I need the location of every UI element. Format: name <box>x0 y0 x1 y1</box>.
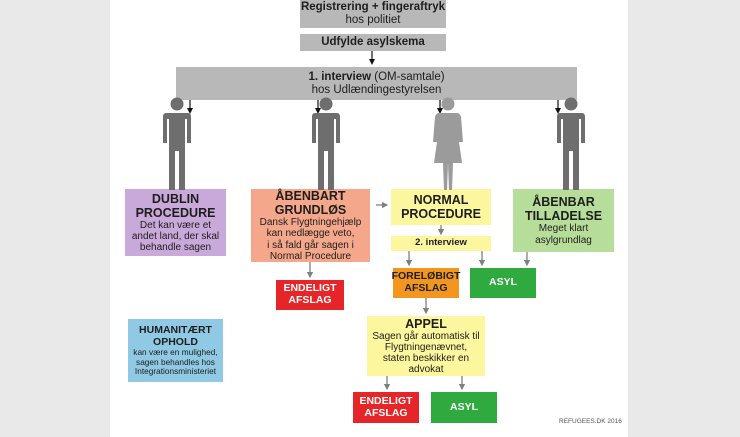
dublin-text3: behandle sagen <box>139 242 212 254</box>
asyl2-label: ASYL <box>449 400 478 413</box>
foreloebigt-line2: AFSLAG <box>404 282 448 294</box>
final-rejection-box-1: ENDELIGT AFSLAG <box>276 280 344 310</box>
gray-arrows <box>306 201 531 391</box>
abenbart-text3: i så fald går sagen i <box>267 239 354 251</box>
asyl1-label: ASYL <box>488 276 517 289</box>
asylum-box-1: ASYL <box>470 268 536 298</box>
humanitaert-text2: sagen behandles hos <box>136 356 215 367</box>
black-arrows <box>187 51 561 114</box>
appel-title: APPEL <box>405 316 447 331</box>
endeligt2-line1: ENDELIGT <box>359 394 413 407</box>
abenbart-text2: kan nedlægge veto, <box>266 228 355 240</box>
normal-title2: PROCEDURE <box>401 207 481 221</box>
abenbar-text1: Meget klart <box>538 223 589 235</box>
appeal-box: APPEL Sagen går automatisk til Flygtning… <box>367 316 485 376</box>
final-rejection-box-2: ENDELIGT AFSLAG <box>353 392 419 423</box>
step-registration-line2: hos politiet <box>345 14 401 26</box>
humanitarian-residence-box: HUMANITÆRT OPHOLD kan være en mulighed, … <box>128 319 223 382</box>
appel-text1: Sagen går automatisk til <box>372 330 480 342</box>
man-icon <box>312 97 340 190</box>
abenbart-title2: GRUNDLØS <box>274 203 347 218</box>
step-asylum-form: Udfylde asylskema <box>300 34 446 51</box>
abenbar-title1: ÅBENBAR <box>532 195 595 210</box>
step-registration: Registrering + fingeraftryk hos politiet <box>300 0 446 28</box>
step-registration-line1: Registrering + fingeraftryk <box>300 1 446 14</box>
foreloebigt-line1: FORELØBIGT <box>391 270 461 283</box>
endeligt2-line2: AFSLAG <box>364 406 408 419</box>
first-interview-line2: hos Udlændingestyrelsen <box>311 83 442 96</box>
man-icon <box>163 97 191 190</box>
appel-text4: advokat <box>408 364 444 376</box>
abenbart-text4: Normal Procedure <box>269 250 352 262</box>
man-icon <box>557 97 585 190</box>
abenbart-text1: Dansk Flygtningehjælp <box>259 217 362 229</box>
abenbar-text2: asylgrundlag <box>535 234 592 246</box>
humanitaert-text1: kan være en mulighed, <box>133 347 218 358</box>
dublin-title1: DUBLIN <box>151 191 200 206</box>
normal-procedure-box: NORMAL PROCEDURE <box>391 189 491 225</box>
first-interview-bar: 1. interview (OM-samtale) hos Udlændinge… <box>176 67 577 100</box>
dublin-text2: andet land, der skal <box>131 230 220 242</box>
abenbart-title1: ÅBENBART <box>275 189 346 204</box>
step-asylum-form-label: Udfylde asylskema <box>321 36 425 49</box>
first-interview-bold: 1. interview <box>308 70 372 83</box>
second-interview-box: 2. interview <box>391 236 491 251</box>
dublin-procedure-box: DUBLIN PROCEDURE Det kan være et andet l… <box>125 189 226 256</box>
abenbar-title2: TILLADELSE <box>524 209 603 224</box>
appel-text2: Flygtningenævnet, <box>384 341 468 353</box>
preliminary-rejection-box: FORELØBIGT AFSLAG <box>391 268 461 298</box>
woman-icon <box>433 97 463 190</box>
endeligt1-line1: ENDELIGT <box>283 282 337 295</box>
appel-text3: staten beskikker en <box>382 353 470 364</box>
second-interview-label: 2. interview <box>415 237 467 249</box>
credit-text: REFUGEES.DK 2016 <box>559 418 622 425</box>
humanitaert-title1: HUMANITÆRT <box>139 323 212 336</box>
first-interview-line1: 1. interview (OM-samtale) <box>308 71 444 84</box>
humanitaert-title2: OPHOLD <box>153 335 198 348</box>
normal-title1: NORMAL <box>413 193 469 207</box>
humanitaert-text3: Integrationsministeriet <box>134 365 217 376</box>
endeligt1-line2: AFSLAG <box>288 294 332 306</box>
manifest-permission-box: ÅBENBAR TILLADELSE Meget klart asylgrund… <box>513 189 614 252</box>
asylum-box-2: ASYL <box>431 392 497 423</box>
manifestly-unfounded-box: ÅBENBART GRUNDLØS Dansk Flygtningehjælp … <box>251 189 370 262</box>
first-interview-rest: (OM-samtale) <box>371 70 445 83</box>
dublin-title2: PROCEDURE <box>135 205 216 220</box>
dublin-text1: Det kan være et <box>139 219 212 231</box>
